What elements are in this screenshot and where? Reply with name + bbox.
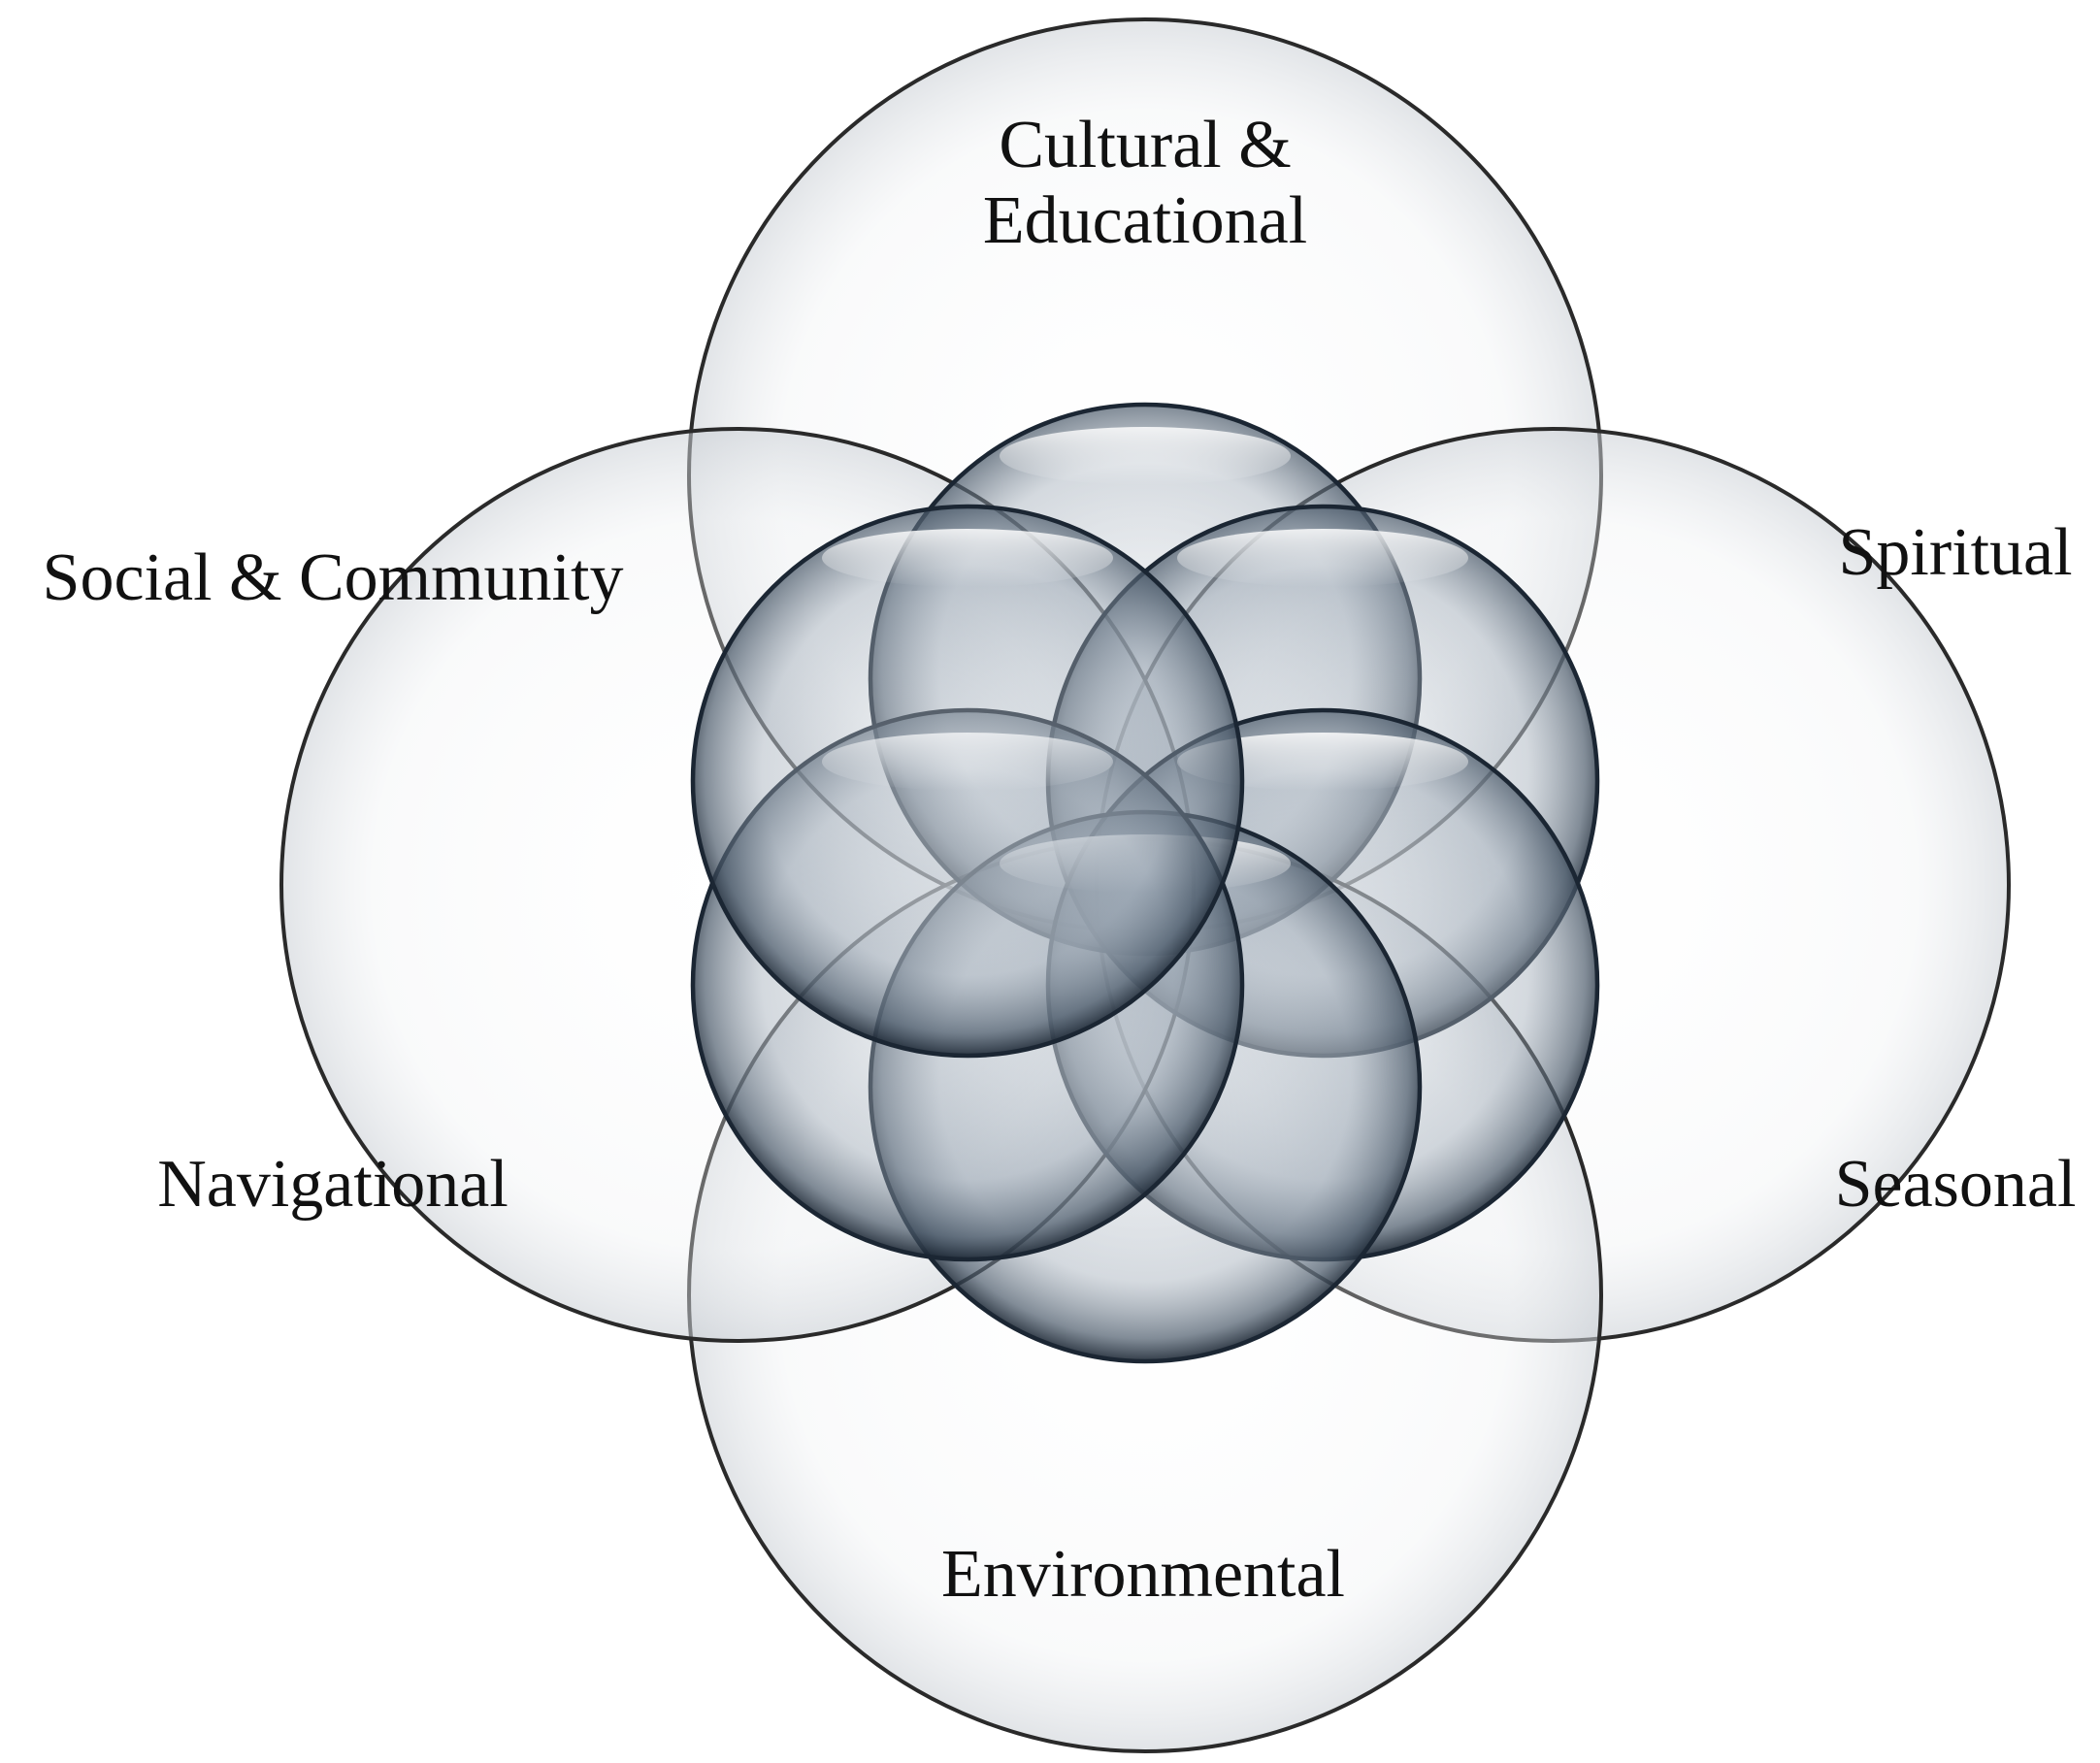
label-cultural-line-2: Educational	[983, 183, 1307, 258]
inner-circle-upper-left	[690, 504, 1245, 1059]
label-navigational: Navigational	[157, 1147, 509, 1222]
label-spiritual: Spiritual	[1838, 515, 2072, 590]
label-environmental: Environmental	[941, 1537, 1345, 1612]
label-cultural-line-1: Cultural &	[999, 108, 1291, 182]
label-social-community: Social & Community	[43, 540, 624, 615]
label-seasonal: Seasonal	[1835, 1147, 2077, 1222]
